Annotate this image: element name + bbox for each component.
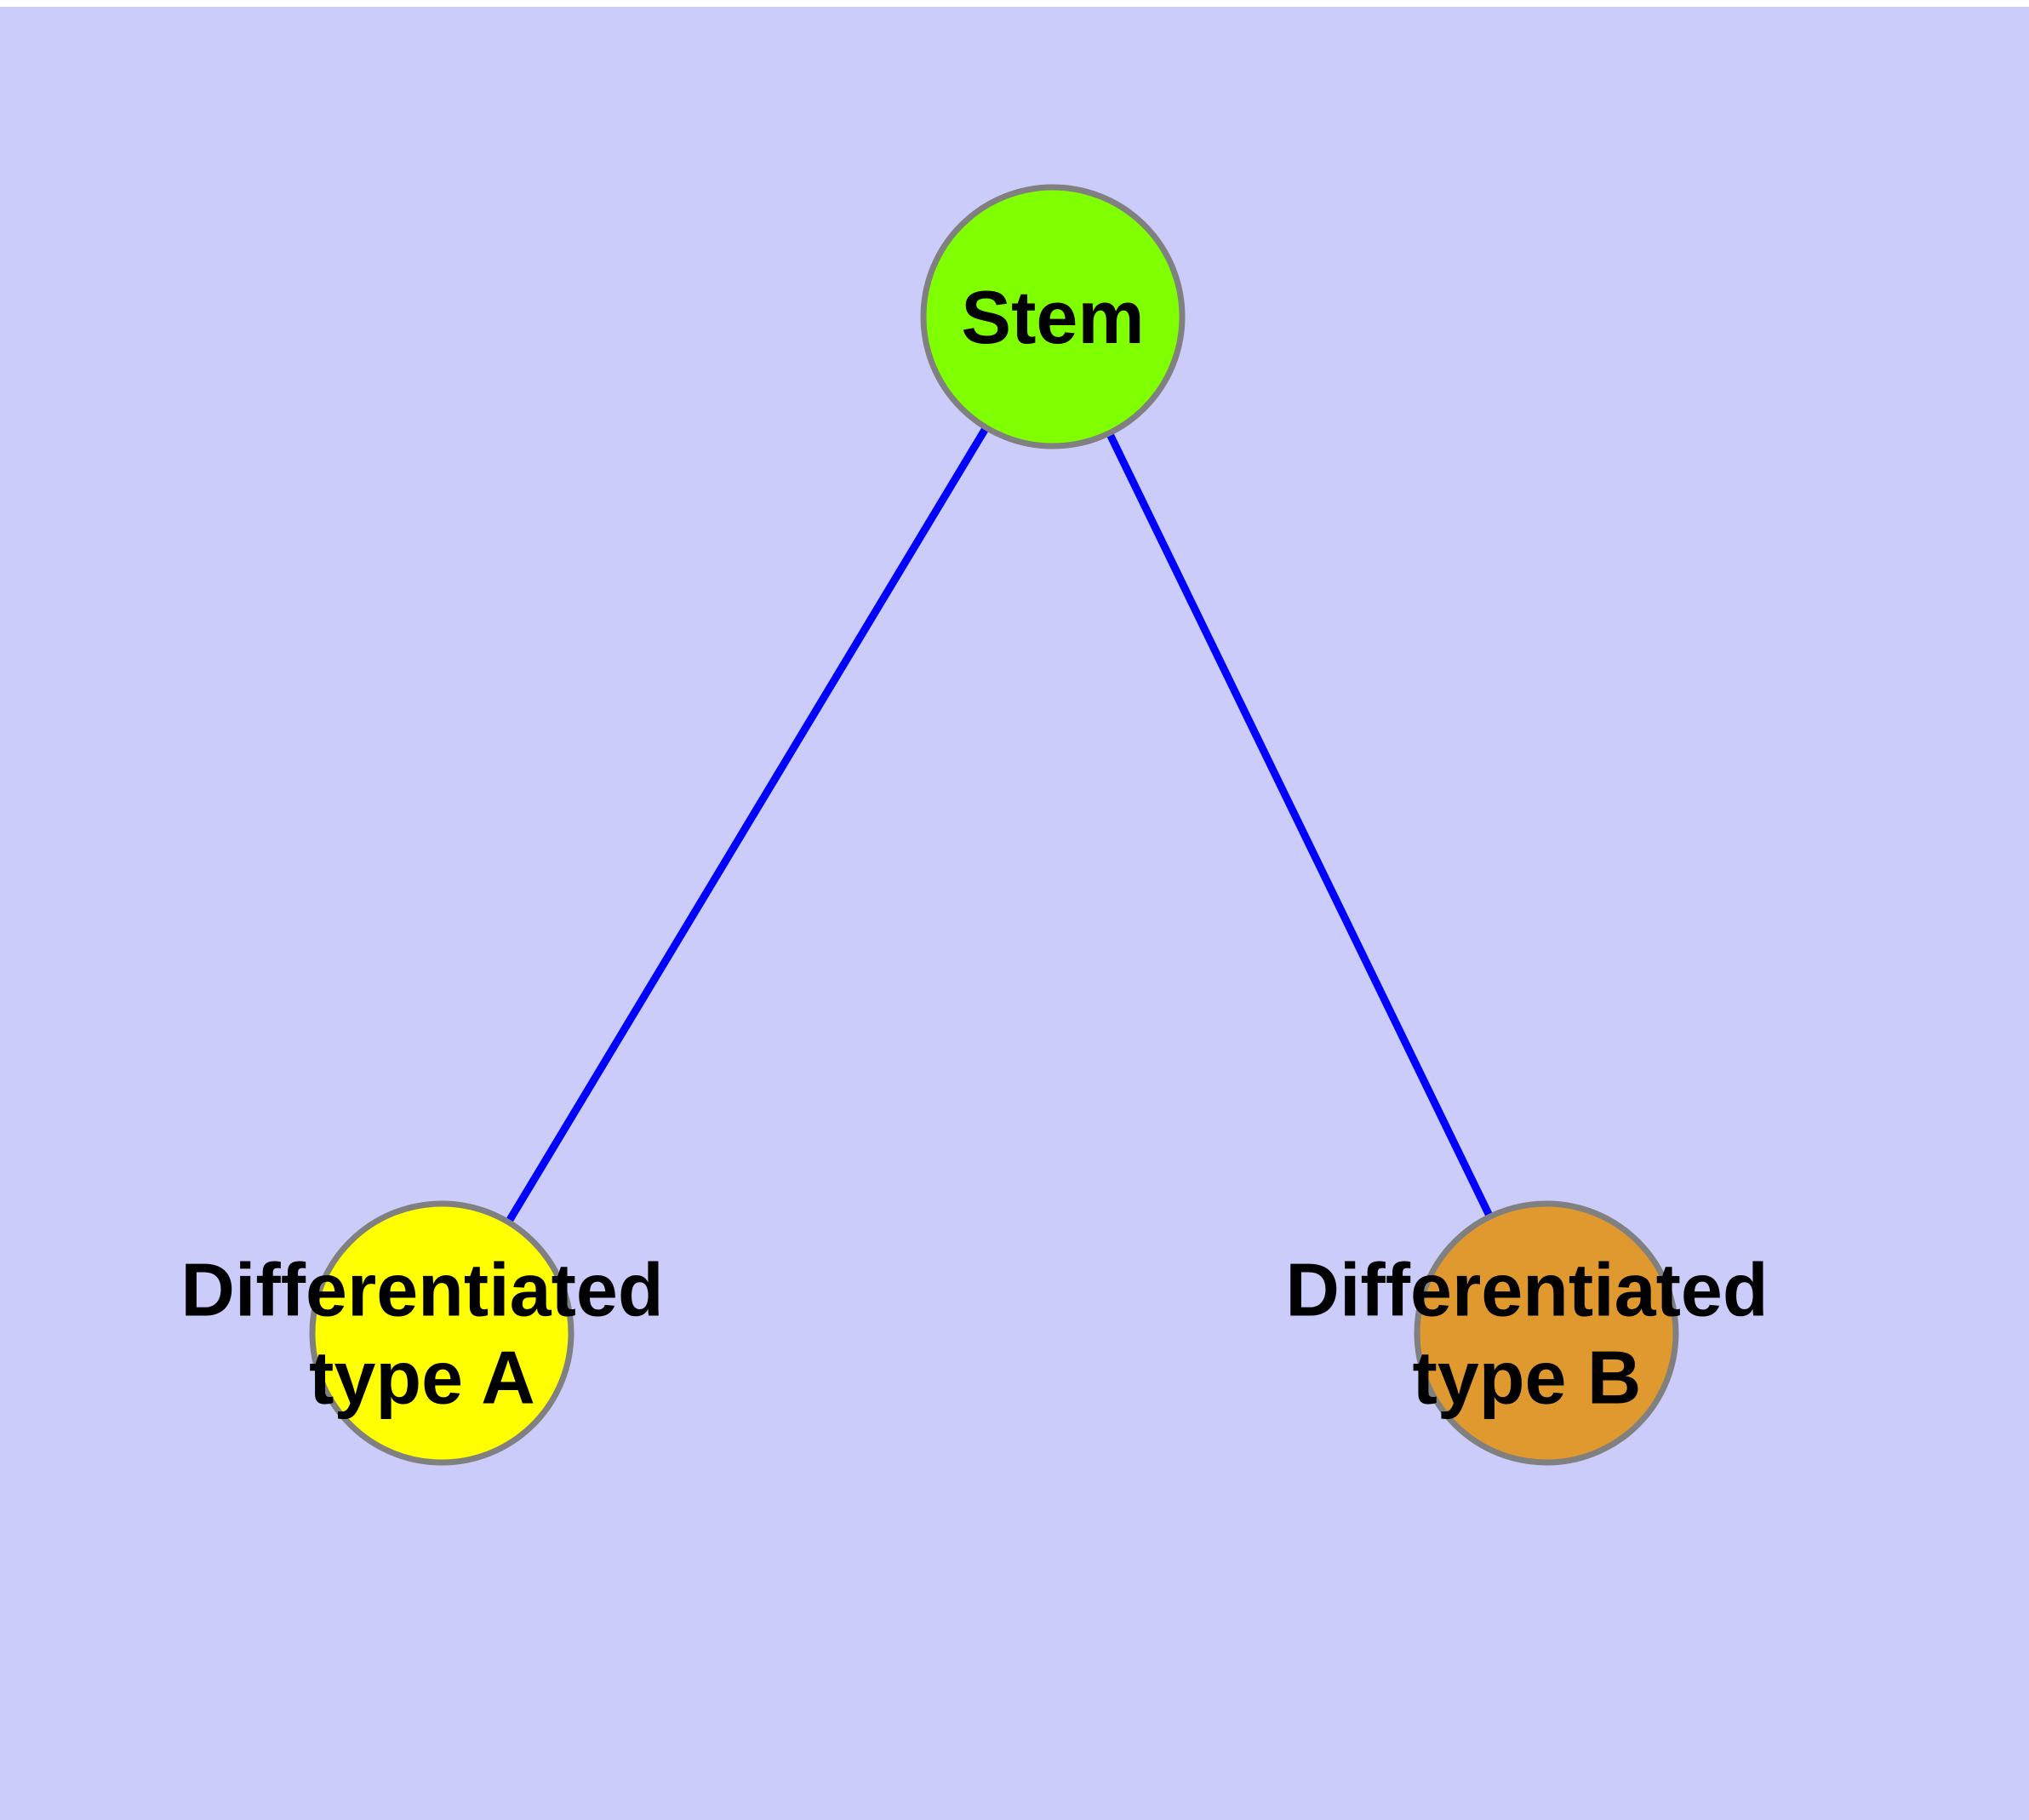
node-stem[interactable]: Stem bbox=[920, 184, 1186, 449]
edge-stem-to-diff-a bbox=[501, 420, 993, 1230]
node-stem-label: Stem bbox=[961, 275, 1144, 359]
node-diff-b-circle[interactable] bbox=[1414, 1200, 1679, 1466]
edges-layer bbox=[501, 420, 1497, 1230]
edge-stem-to-diff-b bbox=[1102, 425, 1497, 1225]
node-stem-circle[interactable] bbox=[920, 184, 1186, 449]
node-stem-label-line: Stem bbox=[961, 275, 1144, 359]
node-diff-a-circle[interactable] bbox=[309, 1200, 574, 1466]
node-diff-a-label-line: Differentiated bbox=[180, 1247, 663, 1331]
node-diff-b-label-line: Differentiated bbox=[1285, 1247, 1768, 1331]
node-diff-a-label-line: type A bbox=[309, 1335, 535, 1419]
node-diff-b-label-line: type B bbox=[1413, 1335, 1642, 1419]
